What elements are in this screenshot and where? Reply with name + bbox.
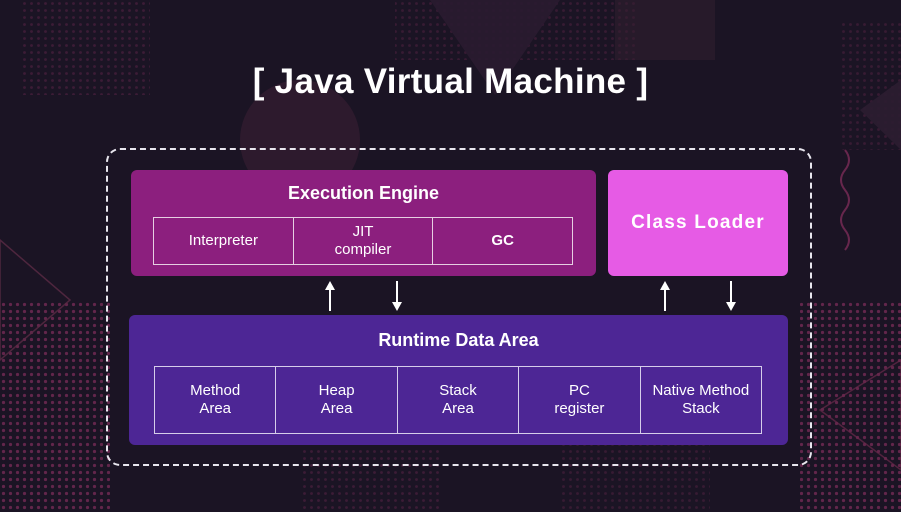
page-title: [ Java Virtual Machine ] (252, 62, 649, 101)
heap-area-cell: Heap Area (275, 367, 396, 433)
execution-engine-title: Execution Engine (287, 183, 440, 203)
arrow-down-icon (726, 281, 736, 311)
arrow-down-icon (392, 281, 402, 311)
interpreter-cell: Interpreter (188, 232, 258, 249)
gc-cell: GC (432, 218, 572, 264)
pc-register-cell: PC register (518, 367, 639, 433)
arrow-up-icon (325, 281, 335, 311)
arrow-up-icon (660, 281, 670, 311)
jit-compiler-cell: JIT compiler (292, 218, 433, 264)
runtime-data-area-box: Runtime Data Area Method Area Heap Area … (129, 315, 788, 445)
method-area-cell: Method Area (190, 382, 241, 417)
execution-engine-box: Execution Engine Interpreter JIT compile… (131, 170, 596, 276)
native-method-stack-cell: Native Method Stack (639, 367, 761, 433)
runtime-data-area-title: Runtime Data Area (378, 330, 539, 350)
jvm-boundary (106, 148, 812, 466)
class-loader-box: Class Loader (608, 170, 788, 276)
stack-area-cell: Stack Area (396, 367, 518, 433)
runtime-data-area-components: Method Area Heap Area Stack Area PC regi… (154, 366, 762, 434)
execution-engine-components: Interpreter JIT compiler GC (153, 217, 573, 265)
